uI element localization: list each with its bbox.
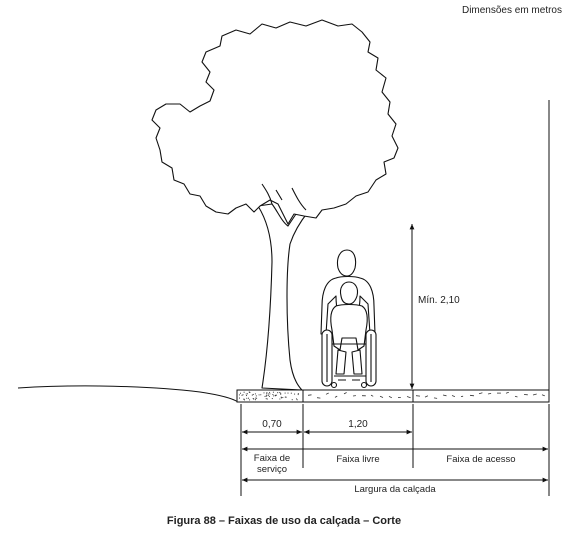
extension-lines xyxy=(240,404,550,496)
tree-canopy xyxy=(151,19,399,225)
figure-caption: Figura 88 – Faixas de uso da calçada – C… xyxy=(167,515,401,527)
sidewalk-slab xyxy=(236,389,550,403)
service-zone-label-2: serviço xyxy=(257,464,287,475)
service-width-label: 0,70 xyxy=(262,419,282,430)
free-width-label: 1,20 xyxy=(348,419,368,430)
service-zone-label-1: Faixa de xyxy=(254,453,290,464)
paving-texture xyxy=(307,391,545,399)
ground-line xyxy=(17,385,239,403)
tree-icon xyxy=(151,19,399,391)
free-zone-label: Faixa livre xyxy=(336,454,379,465)
wheelchair-user-icon xyxy=(321,281,377,389)
service-zone-texture xyxy=(238,391,299,401)
tree-trunk xyxy=(257,203,309,391)
branch-detail xyxy=(261,183,307,211)
min-height-label: Mín. 2,10 xyxy=(418,295,460,306)
total-width-label: Largura da calçada xyxy=(354,484,436,495)
access-zone-label: Faixa de acesso xyxy=(446,454,515,465)
units-note: Dimensões em metros xyxy=(462,5,562,16)
